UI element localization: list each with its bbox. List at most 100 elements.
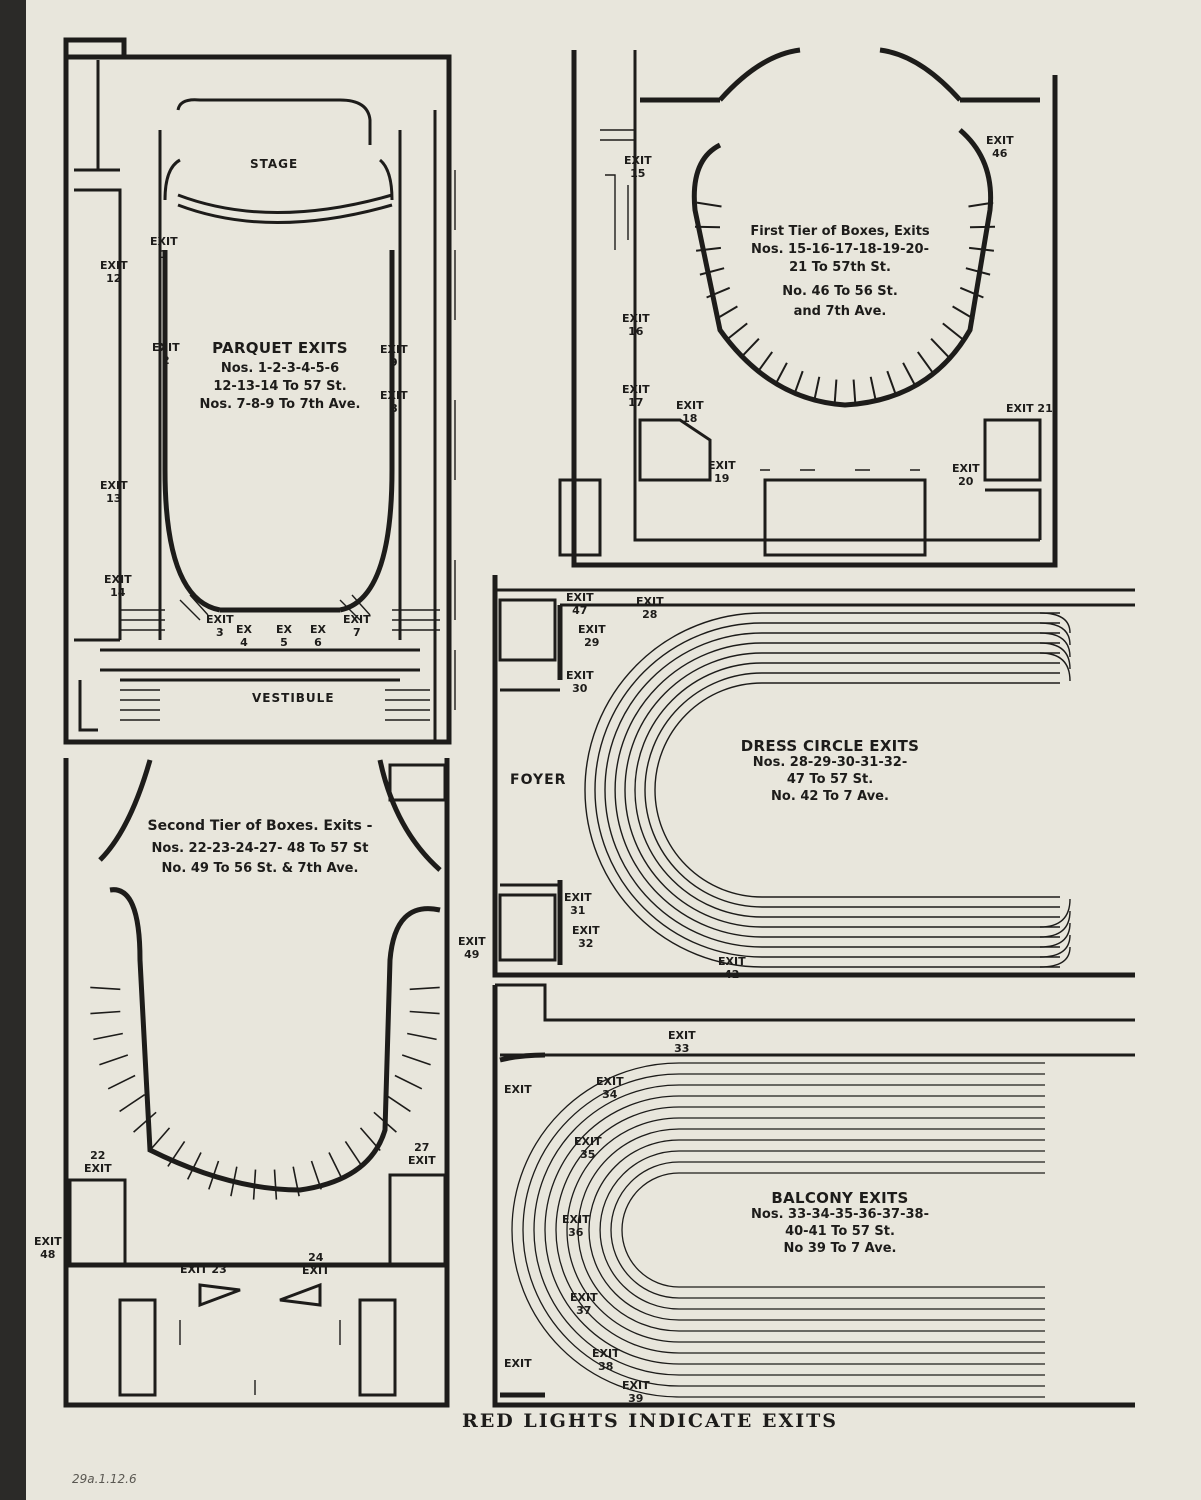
exit-6: EX 6 [310, 623, 326, 649]
exit-34: EXIT 34 [596, 1075, 624, 1101]
box-partition [916, 351, 934, 373]
first-tier-line3: No. 46 To 56 St. [782, 284, 898, 299]
parquet-title: PARQUET EXITS [212, 339, 348, 357]
box-partition [968, 246, 995, 252]
exit-3: EXIT 3 [206, 613, 234, 639]
stage-label: STAGE [250, 157, 299, 171]
exit-balcony-top: EXIT [504, 1083, 532, 1096]
box-partition [695, 246, 722, 252]
dress-circle-row [634, 662, 1060, 918]
dress-circle-row [604, 632, 1060, 948]
exit-16: EXIT 16 [622, 312, 650, 338]
box-partition [869, 376, 877, 402]
box-partition [90, 986, 121, 991]
balcony-row [544, 1095, 1045, 1365]
foyer-label: FOYER [510, 772, 567, 788]
exit-49: EXIT 49 [458, 935, 486, 961]
second-tier-plan [63, 758, 450, 1408]
box-partition [230, 1166, 238, 1197]
dress-circle-line3: No. 42 To 7 Ave. [771, 789, 889, 804]
exit-31: EXIT 31 [564, 891, 592, 917]
dress-circle-title: DRESS CIRCLE EXITS [740, 737, 920, 755]
second-tier-title: Second Tier of Boxes. Exits - [147, 818, 373, 834]
dress-circle-plan [492, 575, 1135, 978]
dress-circle-row-end [1039, 622, 1071, 646]
box-partition [959, 286, 984, 299]
exit-36: EXIT 36 [562, 1213, 590, 1239]
box-partition [186, 1152, 202, 1180]
box-partition [968, 201, 994, 208]
box-partition [394, 1074, 423, 1090]
first-tier-line2: 21 To 57th St. [789, 260, 891, 275]
box-partition [107, 1074, 136, 1090]
parquet-plan [63, 37, 456, 745]
exit-28: EXIT 28 [636, 595, 664, 621]
balcony-row [522, 1073, 1045, 1387]
balcony-row [577, 1128, 1045, 1332]
box-partition [774, 362, 788, 386]
exit-22: 22 EXIT [84, 1149, 112, 1175]
second-tier-line1: Nos. 22-23-24-27- 48 To 57 St [151, 841, 369, 856]
box-partition [886, 370, 897, 396]
exit-24: 24 EXIT [302, 1251, 330, 1277]
dress-circle-line2: 47 To 57 St. [786, 772, 874, 787]
exit-9: EXIT 9 [380, 343, 408, 369]
exit-19: EXIT 19 [708, 459, 736, 485]
box-partition [384, 1094, 411, 1113]
exit-39: EXIT 39 [622, 1379, 650, 1405]
parquet-line3: Nos. 7-8-9 To 7th Ave. [199, 397, 361, 412]
exit-balcony-bottom: EXIT [504, 1357, 532, 1370]
exit-35: EXIT 35 [574, 1135, 602, 1161]
exit-20: EXIT 20 [952, 462, 980, 488]
box-partition [344, 1140, 363, 1167]
exit-38: EXIT 38 [592, 1347, 620, 1373]
exit-33: EXIT 33 [668, 1029, 696, 1055]
exit-8: EXIT 8 [380, 389, 408, 415]
first-tier-line1: Nos. 15-16-17-18-19-20- [751, 242, 929, 257]
dress-circle-row-end [1039, 922, 1071, 948]
parquet-line2: 12-13-14 To 57 St. [213, 379, 347, 394]
balcony-row [599, 1150, 1045, 1310]
dress-circle-line1: Nos. 28-29-30-31-32- [752, 755, 908, 770]
box-partition [813, 376, 821, 402]
box-partition [252, 1169, 257, 1200]
box-partition [965, 267, 991, 276]
balcony-line2: 40-41 To 57 St. [785, 1224, 895, 1239]
box-partition [99, 1054, 129, 1066]
balcony-row [555, 1106, 1045, 1354]
dress-circle-row-end [1039, 652, 1071, 682]
exit-27: 27 EXIT [408, 1141, 436, 1167]
box-partition [952, 305, 975, 320]
box-partition [409, 1010, 440, 1015]
balcony-row [566, 1117, 1045, 1343]
exit-30: EXIT 30 [566, 669, 594, 695]
balcony-row [588, 1139, 1045, 1321]
exit-17: EXIT 17 [622, 383, 650, 409]
box-partition [740, 338, 760, 358]
box-partition [852, 379, 857, 405]
balcony-title: BALCONY EXITS [771, 1189, 909, 1207]
dress-circle-row [584, 612, 1060, 968]
box-partition [93, 1032, 123, 1041]
box-partition [292, 1166, 300, 1197]
first-tier-plan [558, 47, 1058, 568]
box-partition [942, 322, 964, 340]
dress-circle-row [654, 682, 1060, 898]
balcony-plan [492, 983, 1135, 1408]
exit-15: EXIT 15 [624, 154, 652, 180]
exit-5: EX 5 [276, 623, 292, 649]
footer-caption: RED LIGHTS INDICATE EXITS [462, 1410, 838, 1432]
exit-23: EXIT 23 [180, 1263, 227, 1276]
dress-circle-row [644, 672, 1060, 908]
box-partition [90, 1010, 121, 1015]
box-partition [359, 1127, 381, 1152]
parquet-line1: Nos. 1-2-3-4-5-6 [220, 361, 340, 376]
box-partition [407, 1032, 437, 1041]
exit-13: EXIT 13 [100, 479, 128, 505]
box-partition [119, 1094, 146, 1113]
exit-29: EXIT 29 [578, 623, 606, 649]
balcony-row [511, 1062, 1045, 1398]
exit-46: EXIT 46 [986, 134, 1014, 160]
balcony-row [621, 1172, 1045, 1288]
